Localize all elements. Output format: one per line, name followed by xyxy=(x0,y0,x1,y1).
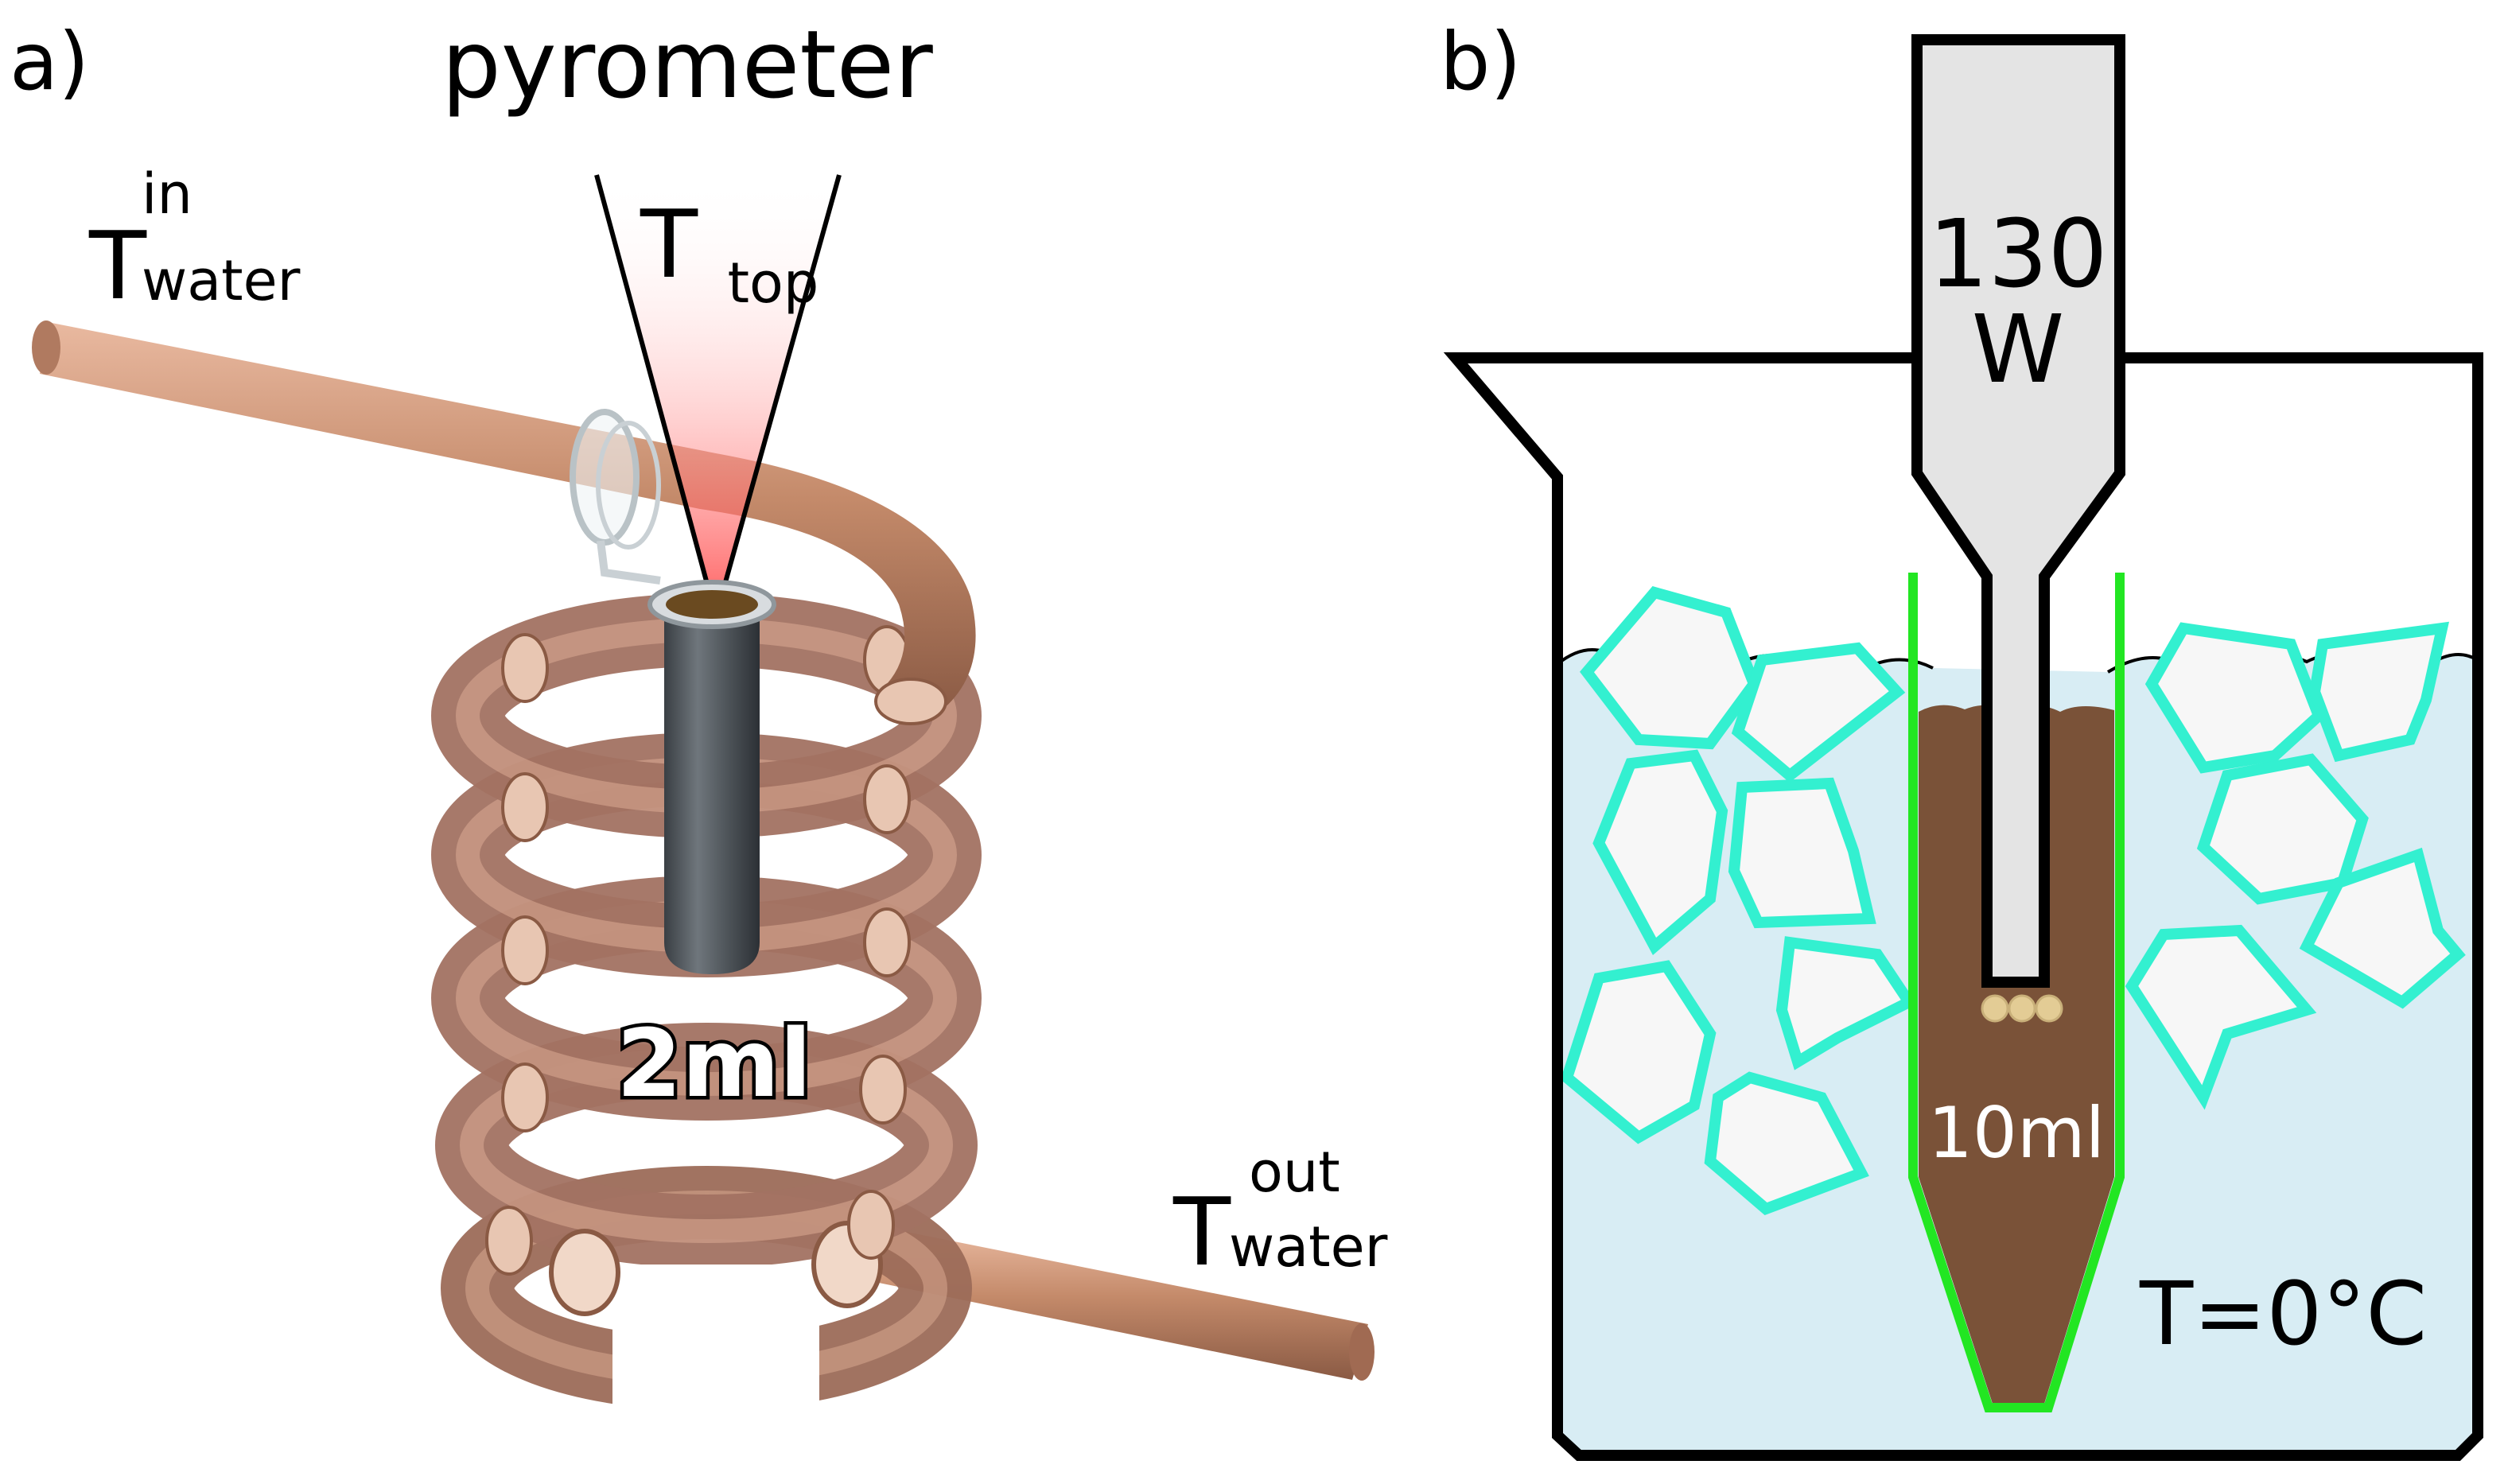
ice-cubes xyxy=(1560,586,2466,1216)
ice-cube xyxy=(1592,749,1728,955)
sample-volume-label: 10ml xyxy=(1928,1092,2105,1174)
ice-cube xyxy=(2308,621,2450,763)
t-out-main: T xyxy=(1172,1177,1231,1287)
inlet-pipe xyxy=(32,320,976,725)
ice-cube xyxy=(2299,847,2466,1009)
panel-b: b) 130 W xyxy=(1440,15,2483,1461)
cavitation-bubbles xyxy=(1981,994,2063,1023)
t-out-sup: out xyxy=(1249,1140,1340,1205)
power-value: 130 xyxy=(1928,199,2107,309)
bath-temperature-label: T=0°C xyxy=(2139,1263,2427,1365)
glass-clamp xyxy=(570,409,661,585)
vial-volume-label: 2ml xyxy=(616,1008,812,1118)
t-top-sub: top xyxy=(728,251,819,316)
ice-cube xyxy=(2144,622,2326,774)
t-out-sub: water xyxy=(1229,1214,1388,1280)
sample-liquid xyxy=(1919,705,2114,1404)
ice-cube xyxy=(1704,1071,1869,1216)
ice-cube xyxy=(1560,960,1717,1144)
ice-cube xyxy=(1731,642,1906,783)
ice-cube xyxy=(2125,924,2317,1110)
t-in-sub: water xyxy=(142,248,301,313)
beaker xyxy=(1443,352,2483,1461)
ice-cube xyxy=(1775,936,1918,1070)
t-in-main: T xyxy=(88,211,147,320)
sonicator-probe: 130 W xyxy=(1911,34,2125,988)
svg-text:T top: T top xyxy=(640,189,819,316)
pyrometer-label: pyrometer xyxy=(441,10,933,119)
t-top-label: T top xyxy=(640,189,819,316)
panel-a-label: a) xyxy=(10,15,89,108)
panel-a: a) pyrometer xyxy=(10,10,1388,1424)
ice-cube xyxy=(1728,777,1876,929)
t-out-label: T out water xyxy=(1172,1140,1388,1287)
tube-wall xyxy=(1908,573,2125,1412)
sample-tube xyxy=(1908,573,2125,1412)
t-top-main: T xyxy=(640,189,698,299)
outlet-pipe xyxy=(875,1229,1375,1381)
t-in-label: T in water xyxy=(88,161,301,320)
pyrometer-beam xyxy=(594,174,842,617)
power-unit: W xyxy=(1972,294,2065,404)
panel-b-label: b) xyxy=(1440,15,1522,108)
sample-vial xyxy=(647,580,776,974)
t-in-sup: in xyxy=(142,161,192,227)
ice-cube xyxy=(1580,586,1760,750)
